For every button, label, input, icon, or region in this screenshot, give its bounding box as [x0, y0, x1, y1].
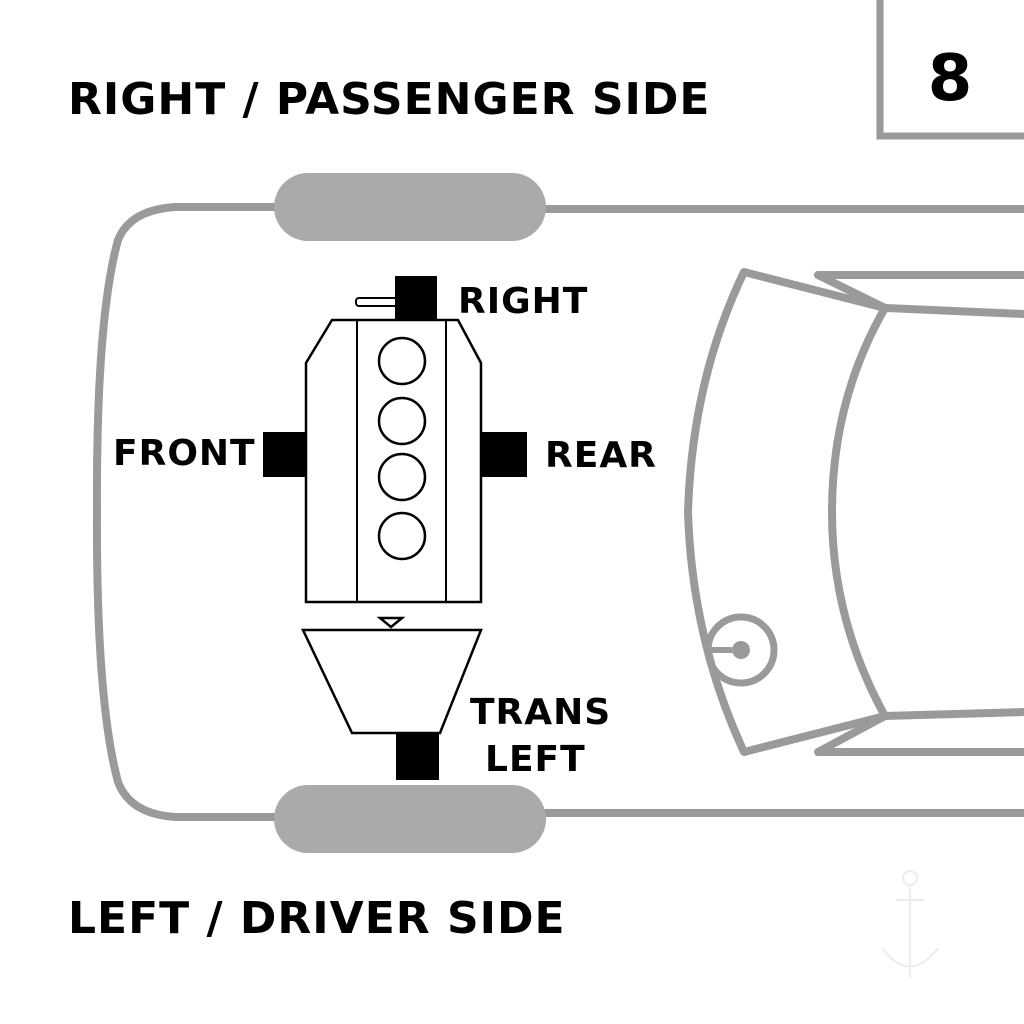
car-body-outline — [92, 203, 1024, 821]
cylinder — [377, 511, 427, 561]
engine-block — [304, 297, 483, 604]
cylinder — [377, 396, 427, 446]
front-mount-label: FRONT — [113, 433, 256, 474]
front-right-tire — [274, 173, 546, 241]
rear-mount-block — [482, 432, 527, 477]
passenger-side-label: RIGHT / PASSENGER SIDE — [68, 74, 710, 125]
cylinder — [377, 452, 427, 502]
front-left-tire — [274, 785, 546, 853]
right-mount-label: RIGHT — [458, 281, 588, 322]
driver-side-label: LEFT / DRIVER SIDE — [68, 893, 566, 944]
cylinder — [377, 336, 427, 386]
diagram-number: 8 — [928, 42, 973, 116]
trans-mount-label: TRANS — [470, 692, 611, 733]
anchor-watermark-icon — [881, 870, 939, 978]
rear-mount-label: REAR — [545, 435, 657, 476]
steering-wheel-icon — [704, 613, 778, 687]
transmission — [301, 616, 483, 735]
diagram-number-box: 8 — [876, 0, 1024, 140]
front-mount-block — [263, 432, 307, 477]
right-mount-block — [395, 276, 437, 320]
trans-left-mount-block — [396, 734, 439, 780]
left-mount-label: LEFT — [485, 739, 586, 780]
car-cabin-outline — [684, 268, 1024, 756]
